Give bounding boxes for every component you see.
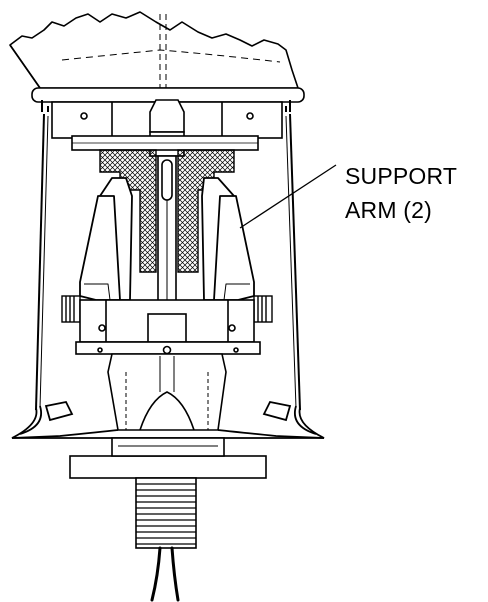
outer-shell: [35, 100, 301, 411]
support-arm-right: [201, 177, 255, 301]
tapered-base: [107, 353, 227, 431]
housing-top-broken: [9, 11, 299, 100]
lower-plate: [75, 341, 261, 355]
callout-leader-line: [239, 164, 337, 229]
upper-plate: [71, 135, 259, 151]
lower-flange: [69, 437, 267, 479]
support-arm-left: [79, 177, 133, 301]
cables: [150, 546, 180, 602]
threaded-stem: [135, 477, 197, 549]
middle-block: [79, 299, 255, 343]
callout-label-line2: ARM (2): [345, 197, 433, 223]
callout-label-line1: SUPPORT: [345, 163, 458, 189]
